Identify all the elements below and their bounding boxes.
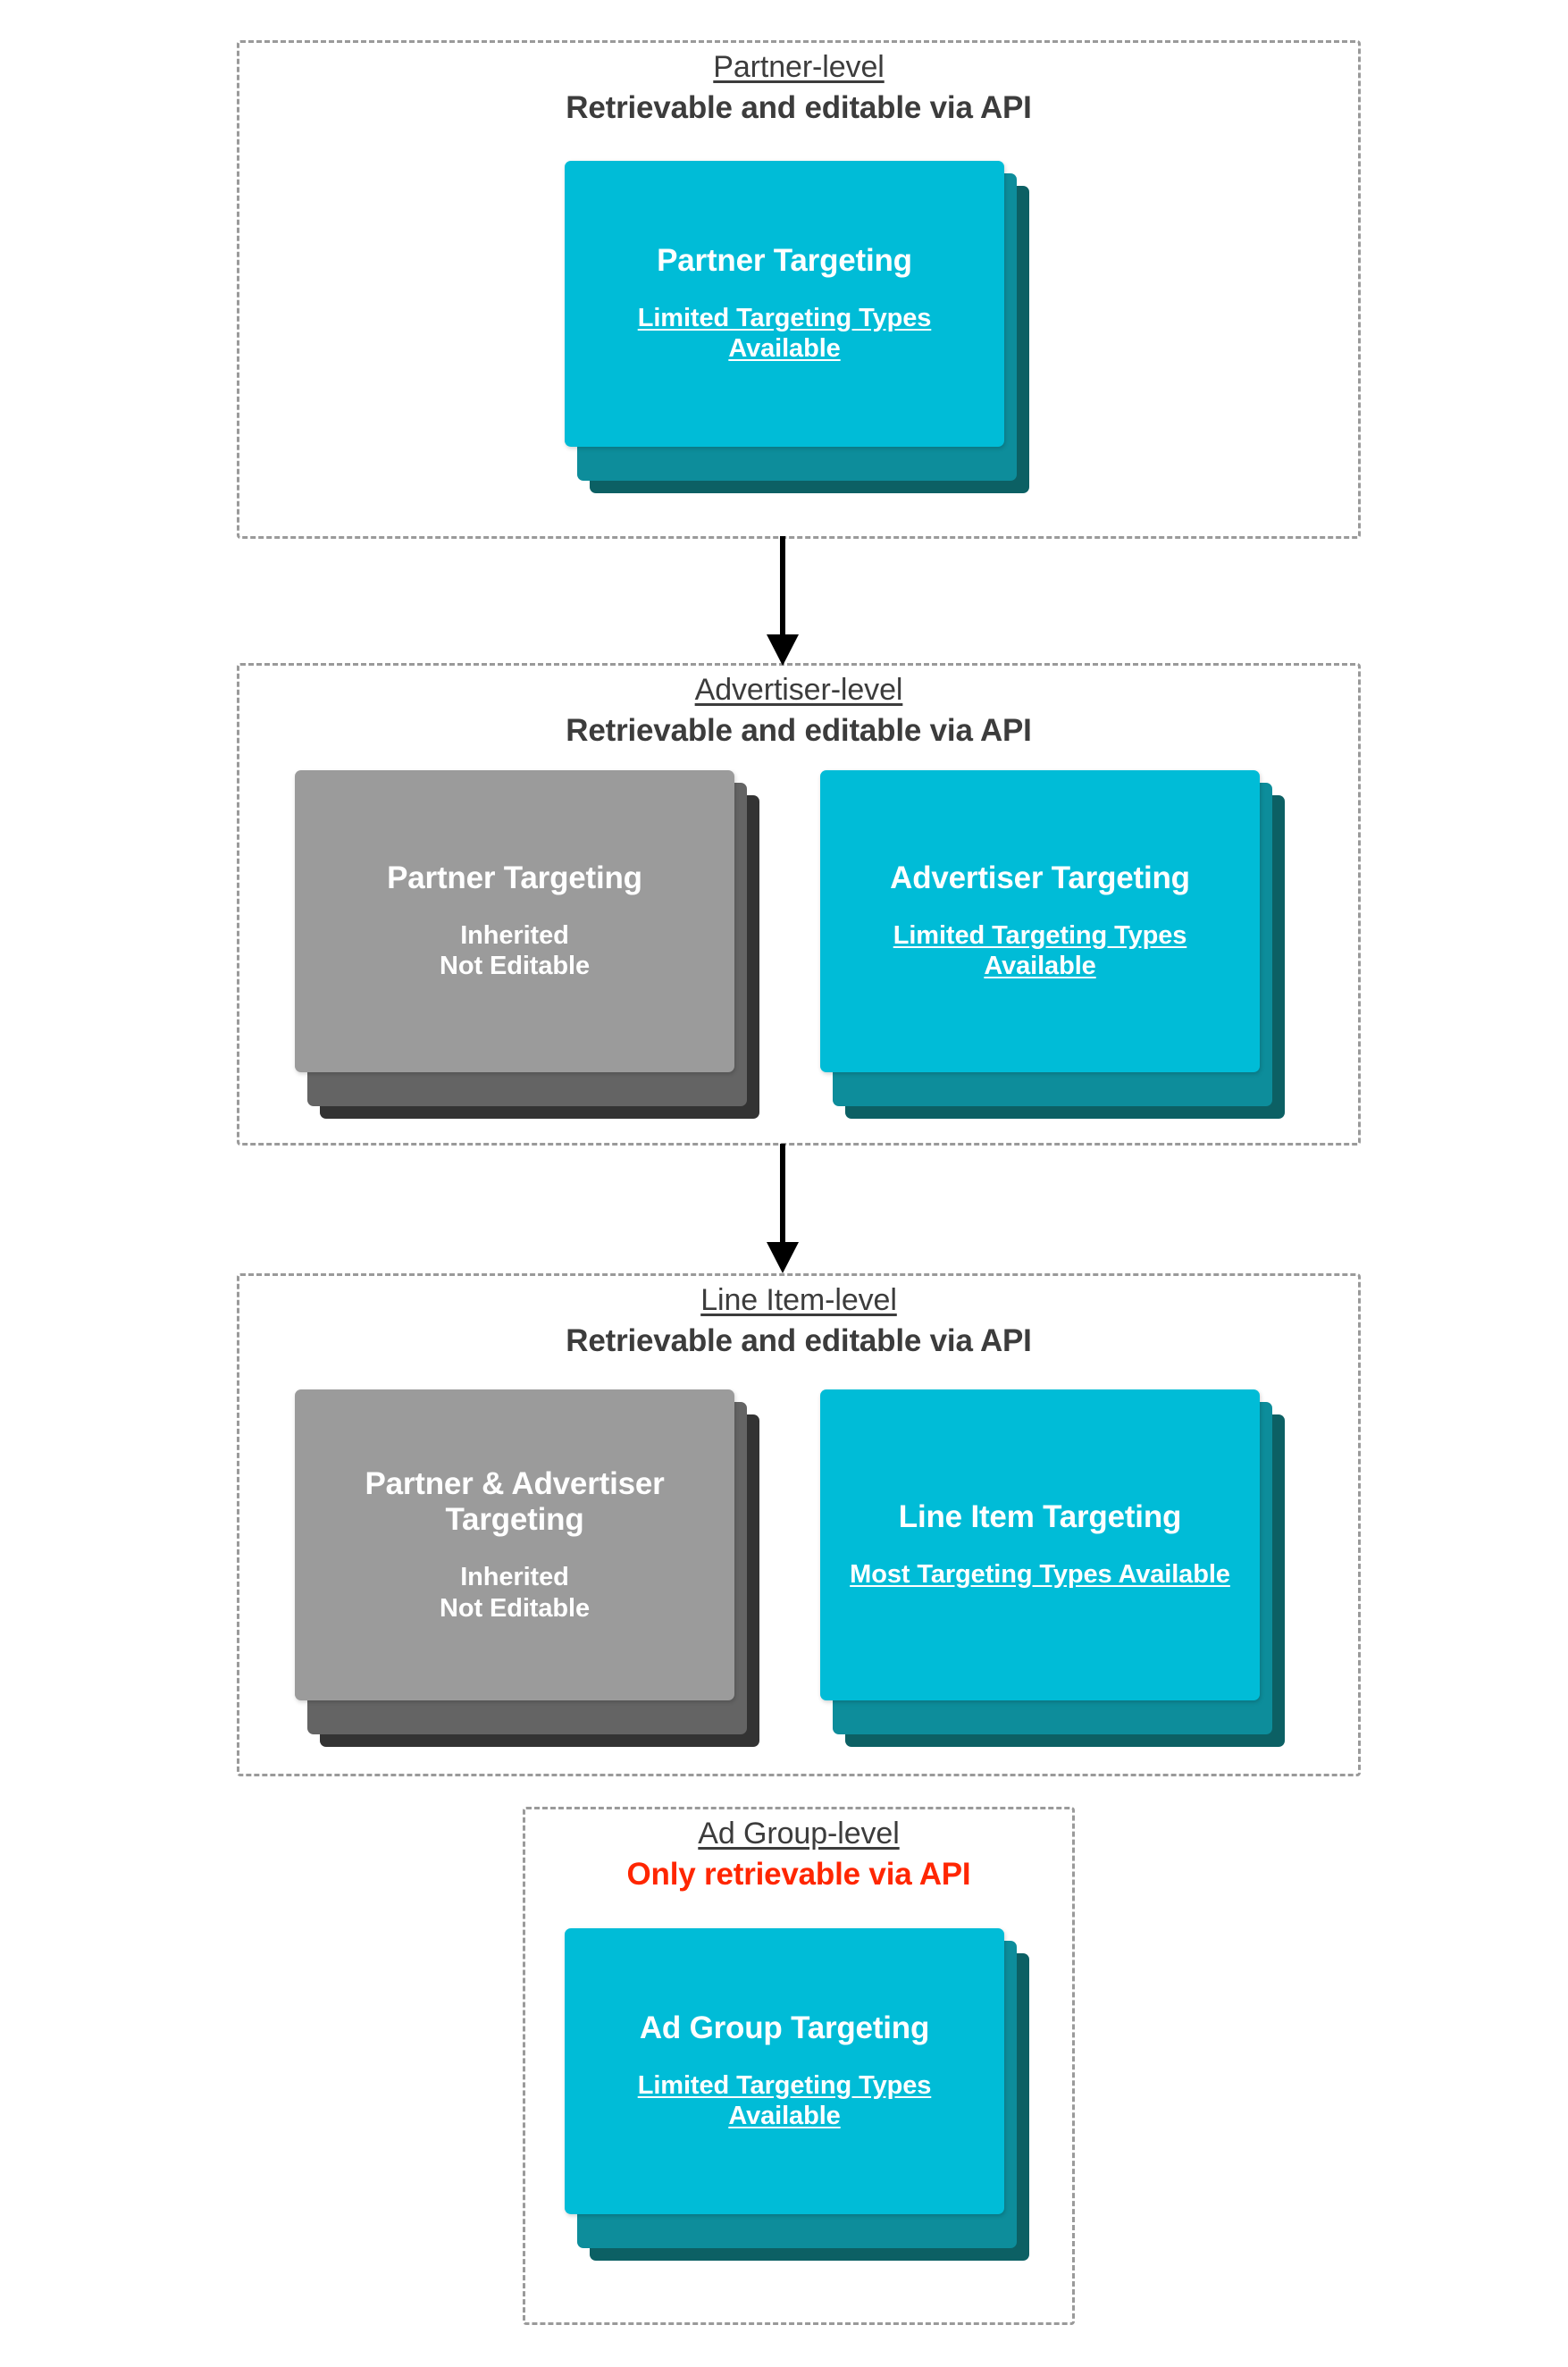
card-title: Partner & Advertiser Targeting bbox=[365, 1465, 665, 1538]
card-title: Advertiser Targeting bbox=[890, 860, 1190, 895]
arrow-partner-to-advertiser bbox=[767, 536, 799, 666]
card-inherited-partner-targeting[interactable]: Partner Targeting Inherited Not Editable bbox=[295, 770, 734, 1072]
card-stack-partner-targeting: Partner Targeting Limited Targeting Type… bbox=[565, 161, 1038, 493]
level-box-line-item bbox=[237, 1273, 1361, 1776]
level-box-advertiser bbox=[237, 663, 1361, 1146]
level-heading-partner: Partner-level Retrievable and editable v… bbox=[237, 49, 1361, 126]
card-title: Partner Targeting bbox=[387, 860, 642, 895]
level-name-ad-group: Ad Group-level bbox=[698, 1817, 900, 1851]
level-api-note-line-item: Retrievable and editable via API bbox=[566, 1323, 1032, 1359]
card-line-item-targeting[interactable]: Line Item Targeting Most Targeting Types… bbox=[820, 1389, 1260, 1700]
card-stack-advertiser-targeting: Advertiser Targeting Limited Targeting T… bbox=[820, 770, 1294, 1119]
card-title: Partner Targeting bbox=[657, 242, 912, 278]
level-heading-line-item: Line Item-level Retrievable and editable… bbox=[237, 1282, 1361, 1359]
card-inherited-partner-advertiser-targeting[interactable]: Partner & Advertiser Targeting Inherited… bbox=[295, 1389, 734, 1700]
level-api-note-partner: Retrievable and editable via API bbox=[566, 90, 1032, 126]
card-title: Line Item Targeting bbox=[898, 1499, 1182, 1535]
card-subtitle: Inherited Not Editable bbox=[440, 920, 590, 981]
level-name-advertiser: Advertiser-level bbox=[694, 673, 903, 707]
card-stack-line-item-inherited: Partner & Advertiser Targeting Inherited… bbox=[295, 1389, 768, 1747]
card-subtitle: Limited Targeting Types Available bbox=[893, 920, 1187, 981]
card-advertiser-targeting[interactable]: Advertiser Targeting Limited Targeting T… bbox=[820, 770, 1260, 1072]
level-heading-advertiser: Advertiser-level Retrievable and editabl… bbox=[237, 672, 1361, 749]
level-box-ad-group bbox=[523, 1807, 1075, 2325]
level-name-line-item: Line Item-level bbox=[700, 1283, 897, 1317]
card-subtitle: Limited Targeting Types Available bbox=[637, 2070, 932, 2131]
card-partner-targeting[interactable]: Partner Targeting Limited Targeting Type… bbox=[565, 161, 1004, 447]
level-heading-ad-group: Ad Group-level Only retrievable via API bbox=[523, 1816, 1075, 1893]
level-box-partner bbox=[237, 40, 1361, 539]
card-stack-line-item-targeting: Line Item Targeting Most Targeting Types… bbox=[820, 1389, 1294, 1747]
level-api-note-ad-group: Only retrievable via API bbox=[626, 1857, 971, 1893]
card-subtitle: Most Targeting Types Available bbox=[850, 1559, 1230, 1589]
level-name-partner: Partner-level bbox=[713, 50, 885, 84]
card-subtitle: Limited Targeting Types Available bbox=[637, 303, 932, 364]
card-subtitle: Inherited Not Editable bbox=[440, 1562, 590, 1623]
card-stack-ad-group-targeting: Ad Group Targeting Limited Targeting Typ… bbox=[565, 1928, 1038, 2261]
card-title: Ad Group Targeting bbox=[639, 2010, 930, 2045]
card-ad-group-targeting[interactable]: Ad Group Targeting Limited Targeting Typ… bbox=[565, 1928, 1004, 2214]
card-stack-advertiser-inherited-partner: Partner Targeting Inherited Not Editable bbox=[295, 770, 768, 1119]
level-api-note-advertiser: Retrievable and editable via API bbox=[566, 713, 1032, 749]
arrow-advertiser-to-line-item bbox=[767, 1144, 799, 1273]
